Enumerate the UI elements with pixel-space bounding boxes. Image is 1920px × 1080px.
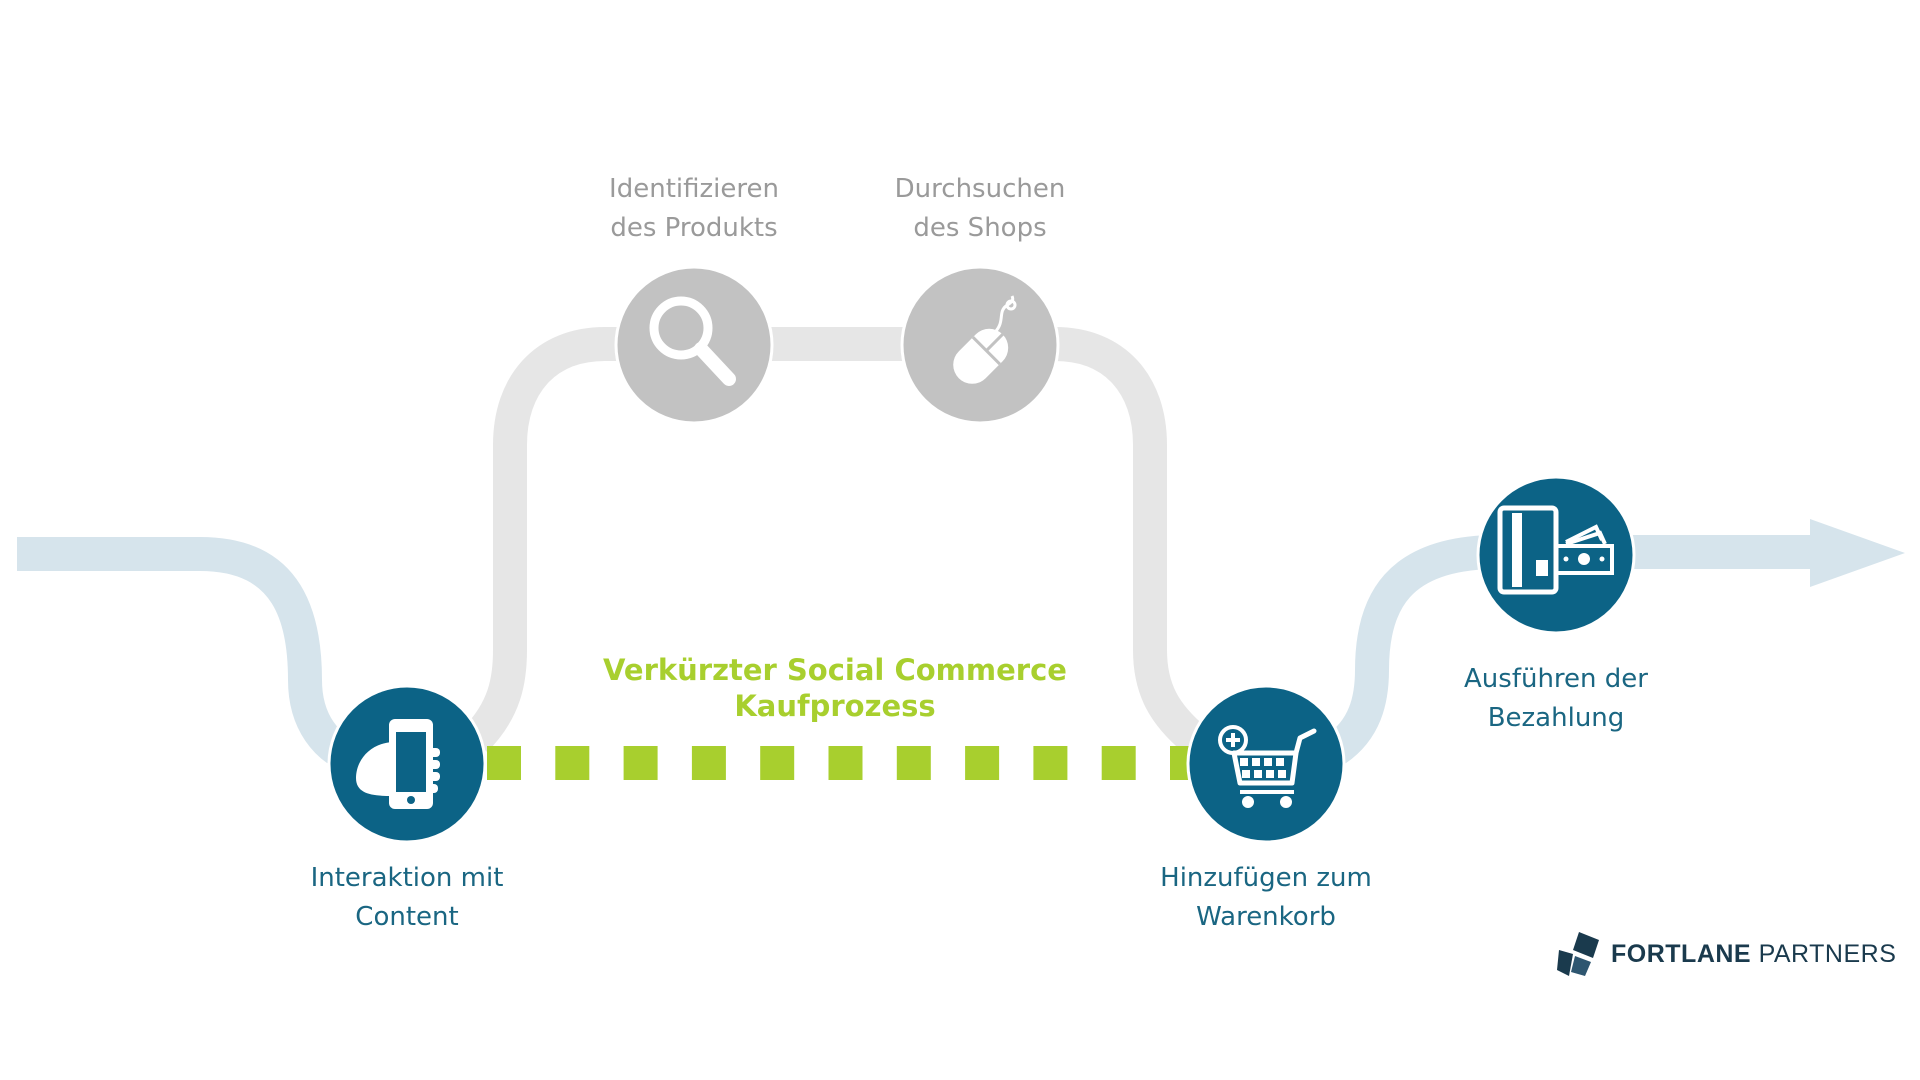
flow-arrowhead [1810,519,1905,587]
step-browse-node [900,265,1060,425]
cart-basket-cell [1254,770,1262,778]
step-payment-label-line1: Ausführen der [1464,664,1648,694]
step-cart-node [1186,684,1346,844]
step-cart-label-line2: Warenkorb [1196,902,1336,932]
shortcut-dot [555,746,590,780]
shortcut-dot [1033,746,1068,780]
logo-wordmark-light: PARTNERS [1758,939,1897,968]
cart-basket-cell [1264,758,1272,766]
logo-wordmark: FORTLANE PARTNERS [1611,940,1896,969]
main-flow-path-start [17,537,366,777]
shortcut-dot [965,746,1000,780]
step-identify-label-line1: Identifizieren [609,174,779,204]
cart-basket-cell [1276,758,1284,766]
step-cart-label-line1: Hinzufügen zum [1160,863,1372,893]
shortcut-dot [487,746,521,780]
card-and-cash-icon [1497,505,1614,595]
step-interaction-label-line1: Interaktion mit [310,863,504,893]
shortcut-dot [1101,746,1136,780]
step-payment-node [1476,475,1636,635]
shortcut-dot [760,746,795,780]
step-browse-label-line1: Durchsuchen [894,174,1066,204]
shortcut-dot [691,746,726,780]
main-flow-path-end [1324,535,1820,765]
fortlane-logo-icon [1557,932,1599,976]
step-identify-node [614,265,774,425]
shortcut-dot [623,746,658,780]
step-interaction-node [327,684,487,844]
phone-in-hand-icon [356,719,440,809]
fortlane-logo: FORTLANE PARTNERS [1555,930,1896,978]
cart-basket-cell [1266,770,1274,778]
shortcut-label-line2: Kaufprozess [734,689,936,723]
cart-basket-cell [1252,758,1260,766]
shortcut-label-line1: Verkürzter Social Commerce [603,653,1067,687]
step-browse-label-line2: des Shops [913,213,1047,243]
logo-wordmark-bold: FORTLANE [1611,939,1752,968]
computer-mouse-icon [953,295,1017,384]
magnifier-icon [649,296,736,386]
step-cart-label: Hinzufügen zum Warenkorb [1146,859,1386,937]
add-to-cart-icon [1218,725,1317,808]
cart-basket-cell [1242,770,1250,778]
shortcut-dot [828,746,863,780]
step-browse-label: Durchsuchen des Shops [880,170,1080,248]
shortcut-label: Verkürzter Social Commerce Kaufprozess [585,652,1085,724]
shortcut-dot [896,746,931,780]
cart-basket-cell [1278,770,1286,778]
detour-path [462,327,1207,754]
step-payment-label-line2: Bezahlung [1487,703,1625,733]
step-identify-label-line2: des Produkts [610,213,778,243]
step-interaction-label-line2: Content [355,902,459,932]
step-payment-label: Ausführen der Bezahlung [1446,660,1666,738]
cart-basket-cell [1240,758,1248,766]
step-interaction-label: Interaktion mit Content [297,859,517,937]
step-identify-label: Identifizieren des Produkts [594,170,794,248]
shortcut-dotted-line [487,746,1204,780]
